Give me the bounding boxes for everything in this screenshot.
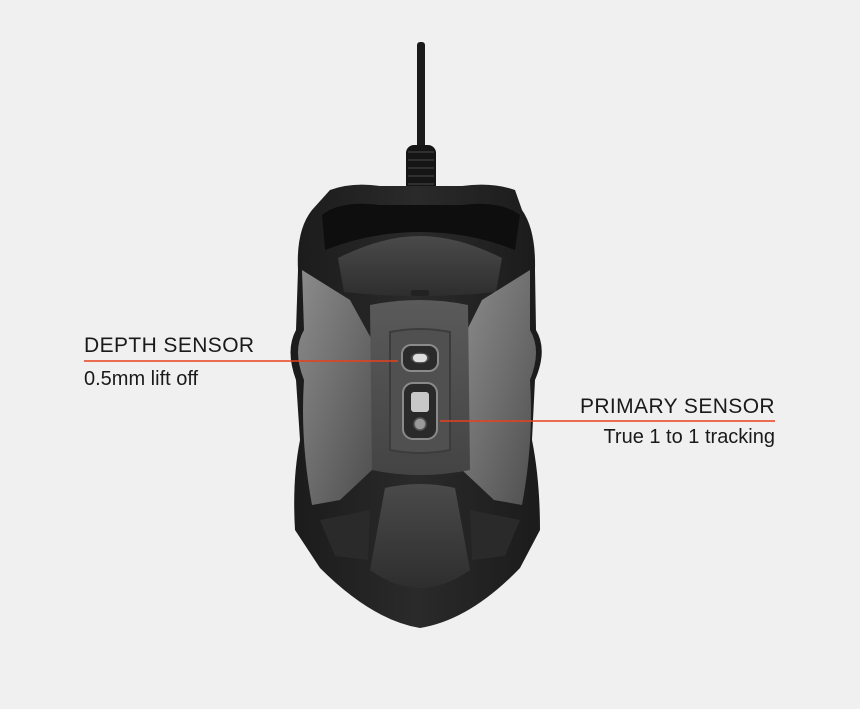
- depth-sensor: [401, 344, 439, 372]
- rear-skate: [370, 484, 470, 588]
- cable: [406, 42, 436, 195]
- rear-left-foot: [320, 510, 370, 560]
- rear-right-foot: [470, 510, 520, 560]
- depth-sensor-subtitle: 0.5mm lift off: [84, 368, 199, 390]
- primary-sensor-subtitle: True 1 to 1 tracking: [603, 426, 775, 448]
- front-skate: [338, 236, 502, 296]
- primary-sensor: [402, 382, 438, 440]
- primary-sensor-title: PRIMARY SENSOR: [579, 395, 775, 418]
- left-side-plate: [298, 270, 372, 505]
- depth-sensor-title: DEPTH SENSOR: [84, 334, 255, 357]
- right-side-plate: [462, 270, 536, 505]
- front-button-area: [322, 203, 520, 250]
